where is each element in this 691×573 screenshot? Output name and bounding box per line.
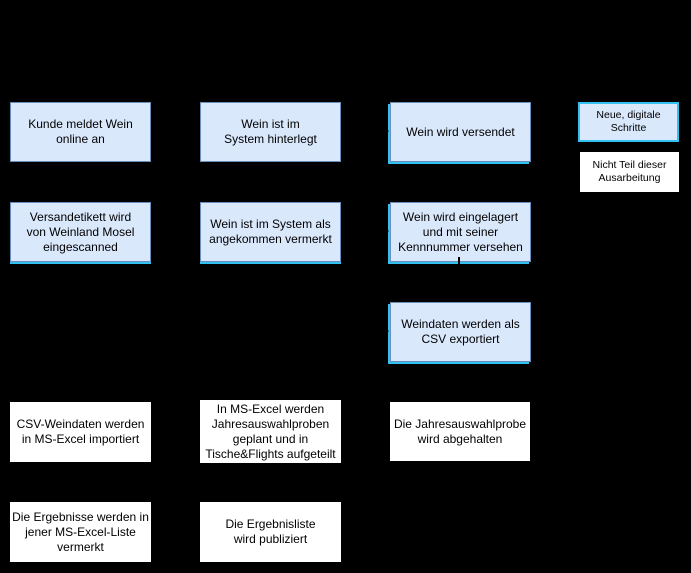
arrowhead-icon (383, 327, 389, 335)
node-wein-im-system-hinterlegt: Wein ist im System hinterlegt (200, 102, 341, 162)
node-weindaten-csv-exportiert: Weindaten werden als CSV exportiert (390, 302, 531, 362)
connector-stub-icon (458, 257, 460, 267)
node-wein-angekommen-vermerkt: Wein ist im System als angekommen vermer… (200, 202, 341, 262)
node-ergebnisse-in-excel-vermerkt: Die Ergebnisse werden in jener MS-Excel-… (10, 502, 151, 562)
arrowhead-icon (383, 127, 389, 135)
legend-neue-digitale-schritte: Neue, digitale Schritte (578, 102, 679, 142)
node-wein-wird-versendet: Wein wird versendet (390, 102, 531, 162)
node-jahresauswahlproben-geplant: In MS-Excel werden Jahresauswahlproben g… (200, 400, 341, 463)
node-kunde-meldet-wein-online-an: Kunde meldet Wein online an (10, 102, 151, 162)
node-wein-eingelagert-kennnummer: Wein wird eingelagert und mit seiner Ken… (390, 202, 531, 262)
node-csv-weindaten-importiert: CSV-Weindaten werden in MS-Excel importi… (10, 402, 151, 462)
arrowhead-icon (383, 227, 389, 235)
legend-nicht-teil-dieser-ausarbeitung: Nicht Teil dieser Ausarbeitung (580, 152, 679, 192)
node-versandetikett-eingescanned: Versandetikett wird von Weinland Mosel e… (10, 202, 151, 262)
node-jahresauswahlprobe-abgehalten: Die Jahresauswahlprobe wird abgehalten (390, 402, 530, 461)
node-ergebnisliste-publiziert: Die Ergebnisliste wird publiziert (200, 502, 341, 562)
